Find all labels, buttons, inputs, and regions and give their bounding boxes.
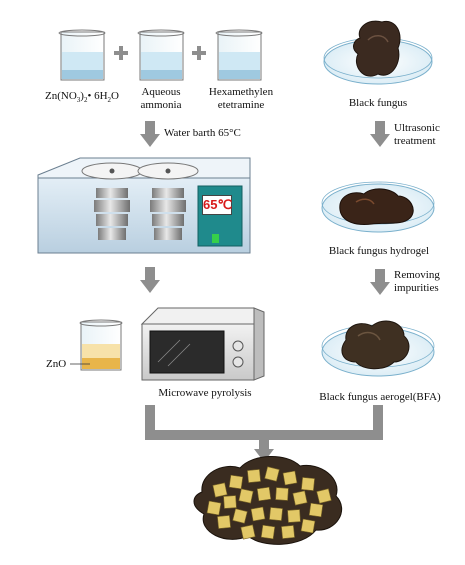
petri-dish-aerogel bbox=[321, 320, 435, 377]
petri-dish-hydrogel bbox=[321, 181, 435, 233]
arrow-down-icon bbox=[370, 269, 390, 295]
beaker-hexamethylenetetramine bbox=[215, 29, 263, 81]
petri-dish-black-fungus bbox=[323, 20, 433, 85]
label-water-bath: Water barth 65°C bbox=[164, 127, 241, 139]
merge-connector bbox=[145, 405, 383, 462]
plus-icon bbox=[114, 46, 128, 60]
label-zinc-nitrate: Zn(NO3)2• 6H2O bbox=[45, 90, 119, 105]
label-microwave-pyrolysis: Microwave pyrolysis bbox=[158, 387, 252, 399]
label-black-fungus: Black fungus bbox=[348, 97, 408, 109]
microwave-illustration bbox=[140, 307, 265, 381]
beaker-ammonia bbox=[137, 29, 185, 81]
beaker-zinc-nitrate bbox=[58, 29, 106, 81]
arrow-down-icon bbox=[140, 267, 160, 293]
label-zno: ZnO bbox=[46, 358, 67, 370]
arrow-down-icon bbox=[140, 121, 160, 147]
arrow-down-icon bbox=[370, 121, 390, 147]
plus-icon bbox=[192, 46, 206, 60]
bath-temperature-display: 65℃ bbox=[202, 195, 232, 215]
beaker-zno bbox=[70, 319, 123, 371]
label-black-fungus-aerogel: Black fungus aerogel(BFA) bbox=[319, 391, 441, 403]
zno-bfa-composite-illustration bbox=[193, 455, 342, 545]
label-black-fungus-hydrogel: Black fungus hydrogel bbox=[328, 245, 430, 257]
